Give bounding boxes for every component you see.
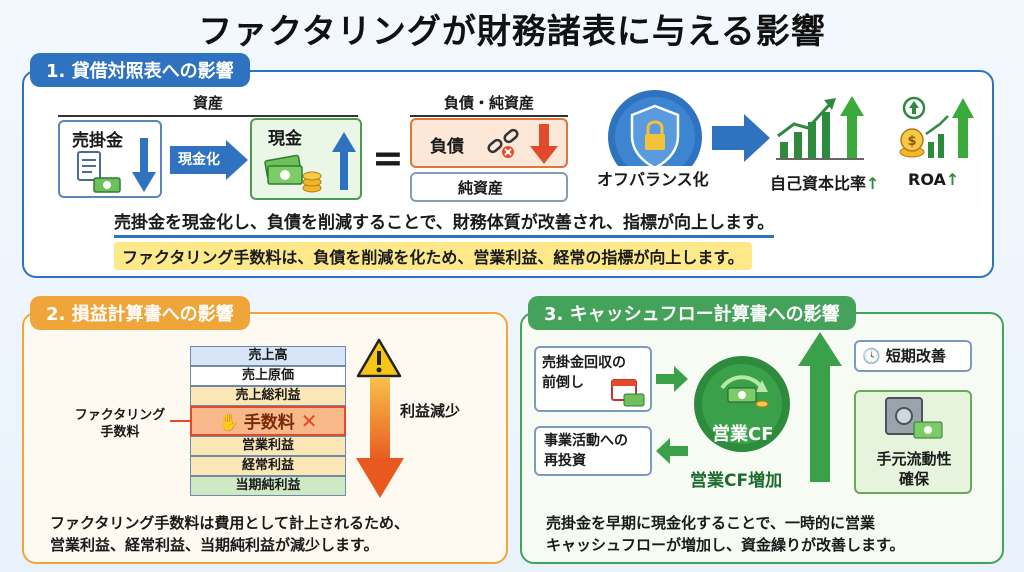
fee-coin-icon: ✋ <box>218 413 240 433</box>
liabilities-label: 負債 <box>430 137 464 157</box>
cf-to-reinvestment-arrow <box>656 438 688 464</box>
assets-header: 資産 <box>58 92 358 117</box>
income-statement-summary-line1: ファクタリング手数料は費用として計上されるため、 <box>50 514 409 532</box>
clock-icon: 🕓 <box>862 347 881 365</box>
fee-label-line2: 手数料 <box>100 425 140 440</box>
pl-row-net-income: 当期純利益 <box>190 476 346 496</box>
pl-row-cost-of-sales: 売上原価 <box>190 366 346 386</box>
pl-row-gross-profit: 売上総利益 <box>190 386 346 406</box>
net-assets-box <box>410 172 568 202</box>
profit-decrease-label: 利益減少 <box>400 402 461 420</box>
operating-cf-increase-label: 営業CF増加 <box>690 471 783 491</box>
short-term-box <box>854 340 972 372</box>
cash-flow-summary-line2: キャッシュフローが増加し、資金繰りが改善します。 <box>546 536 905 554</box>
balance-sheet-summary: 売掛金を現金化し、負債を削減することで、財務体質が改善され、指標が向上します。 <box>114 208 775 238</box>
equity-ratio-label: 自己資本比率↑ <box>770 170 879 194</box>
pl-row-sales: 売上高 <box>190 346 346 366</box>
reinvestment-line1: 事業活動への <box>544 433 628 449</box>
off-balance-label: オフバランス化 <box>594 166 712 190</box>
roa-chart-icon: $ <box>899 96 974 158</box>
short-term-label: 🕓 短期改善 <box>862 345 946 366</box>
reinvestment-line2: 再投資 <box>544 453 586 469</box>
receivables-label: 売掛金 <box>72 131 123 151</box>
fee-connector-line <box>170 420 190 422</box>
invoice-cash-icon <box>77 151 121 193</box>
up-arrow-icon <box>332 132 356 190</box>
equity-ratio-chart-icon <box>776 96 864 160</box>
pl-row-fee: ✋手数料✕ <box>190 406 346 436</box>
svg-text:$: $ <box>907 134 916 149</box>
operating-cf-icon <box>694 356 790 452</box>
net-assets-label: 純資産 <box>458 179 504 197</box>
fee-label-line1: ファクタリング <box>74 408 166 423</box>
balance-sheet-title: 1. 貸借対照表への影響 <box>30 53 250 87</box>
liquidity-line2: 確保 <box>898 470 929 488</box>
off-balance-arrow <box>712 114 770 162</box>
equals-sign: = <box>372 136 404 180</box>
cash-flow-summary-line1: 売掛金を早期に現金化することで、一時的に営業 <box>546 514 875 532</box>
cash-coins-icon <box>264 154 322 193</box>
cash-increase-arrow <box>798 332 842 482</box>
equity-ratio-text: 自己資本比率 <box>770 174 867 193</box>
income-statement-summary-line2: 営業利益、経常利益、当期純利益が減少します。 <box>50 536 379 554</box>
income-statement-title: 2. 損益計算書への影響 <box>30 296 250 330</box>
fee-row-label: 手数料 <box>243 413 295 433</box>
warning-icon <box>356 338 402 378</box>
roa-up-mark: ↑ <box>945 170 960 189</box>
conversion-label: 現金化 <box>178 152 220 168</box>
down-arrow-icon <box>132 138 156 192</box>
liabilities-net-assets-header: 負債・純資産 <box>410 92 568 117</box>
operating-cf-label: 営業CF <box>712 424 774 445</box>
pl-row-operating-profit: 営業利益 <box>190 436 346 456</box>
cash-label: 現金 <box>268 129 302 149</box>
broken-chain-icon <box>487 128 519 158</box>
balance-sheet-note: ファクタリング手数料は、負債を削減を化ため、営業利益、経常の指標が向上します。 <box>114 242 752 270</box>
page-title: ファクタリングが財務諸表に与える影響 <box>198 12 826 52</box>
early-collection-line1: 売掛金回収の <box>542 355 626 371</box>
short-term-text: 短期改善 <box>885 347 946 365</box>
calendar-cash-icon <box>611 379 645 407</box>
cash-flow-title: 3. キャッシュフロー計算書への影響 <box>528 296 856 330</box>
roa-label: ROA↑ <box>908 170 959 189</box>
collection-to-cf-arrow <box>656 366 688 392</box>
red-down-arrow-icon <box>530 124 558 164</box>
profit-decrease-arrow <box>356 378 404 498</box>
liquidity-line1: 手元流動性 <box>876 450 952 468</box>
pl-row-ordinary-profit: 経常利益 <box>190 456 346 476</box>
equity-ratio-up-mark: ↑ <box>866 174 880 193</box>
cross-icon: ✕ <box>300 409 318 433</box>
roa-text: ROA <box>908 170 946 189</box>
reinvestment-box <box>534 426 652 476</box>
conversion-arrow <box>170 140 248 180</box>
early-collection-line2: 前倒し <box>542 375 584 391</box>
safe-cash-icon <box>885 397 943 439</box>
shield-lock-icon <box>608 90 702 184</box>
